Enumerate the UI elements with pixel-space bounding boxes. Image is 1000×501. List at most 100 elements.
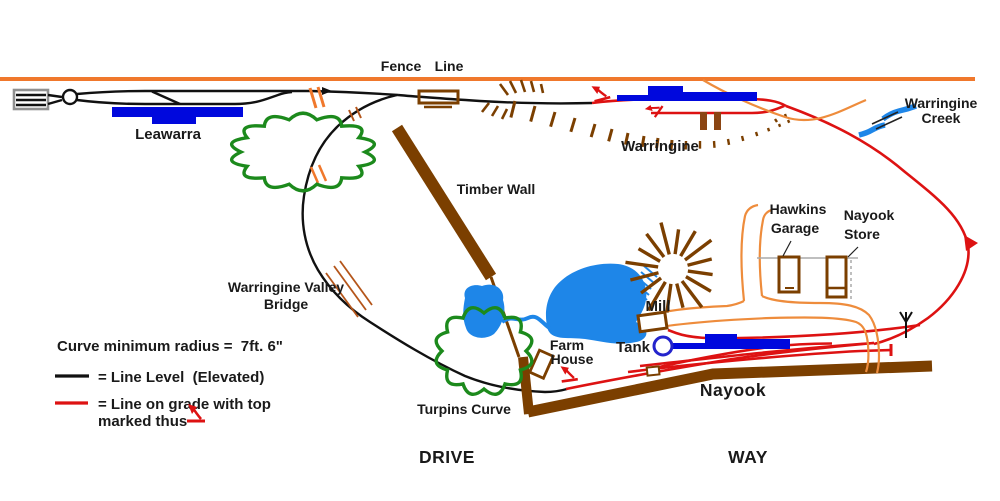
hatch-mark (637, 247, 661, 263)
nayook-store-label-1: Nayook (844, 207, 895, 223)
lot-boundaries (757, 257, 858, 300)
hatch-mark (786, 119, 791, 124)
hatch-mark (655, 137, 660, 149)
hatch-mark (640, 135, 646, 148)
hatch-mark (480, 102, 491, 113)
hatch-mark (623, 132, 630, 145)
way-label: WAY (728, 447, 768, 467)
fence-gate-marks (308, 86, 362, 184)
legend: Curve minimum radius = 7ft. 6" = Line Le… (55, 338, 283, 430)
hatch-mark (675, 283, 685, 309)
hatch-mark (549, 111, 557, 128)
hatch-mark (647, 281, 667, 312)
water-tank (652, 335, 674, 357)
timber-wall (391, 124, 534, 415)
tree-leawarra-curve (230, 111, 376, 193)
creek-label-2: Creek (922, 110, 961, 126)
hatch-mark (529, 80, 536, 93)
nayook-platform (673, 334, 790, 349)
hatch-mark (607, 128, 614, 142)
nayook-retaining-wall (526, 360, 933, 418)
labels: Fence Line Leawarra Warringine Warringin… (135, 58, 977, 467)
hawkins-garage-building (777, 255, 801, 294)
hatch-mark (680, 279, 704, 309)
farm-house-building (527, 348, 556, 381)
hatch-mark (640, 276, 663, 295)
leawarra-platform (112, 107, 243, 124)
hawkins-garage-label-2: Garage (771, 220, 819, 236)
timber-wall-label: Timber Wall (457, 181, 536, 197)
hatch-mark (629, 271, 659, 282)
yard-hut (645, 365, 661, 377)
hatch-mark (589, 123, 597, 138)
hatch-mark (490, 105, 500, 117)
hatch-mark (645, 232, 666, 259)
hatch-mark (519, 79, 527, 93)
hatch-mark (508, 80, 518, 94)
hatch-mark (683, 238, 713, 262)
valley-bridge-marks (325, 260, 373, 318)
legend-line-grade-2: marked thus (98, 413, 187, 430)
hatch-mark (659, 222, 671, 255)
hatch-mark (569, 117, 577, 133)
hawkins-garage-label-1: Hawkins (770, 201, 827, 217)
hatch-mark (685, 275, 712, 293)
hatch-mark (774, 118, 778, 123)
leader-lines (782, 240, 859, 258)
hatch-mark (665, 283, 673, 313)
hatch-mark (777, 123, 782, 128)
mill-label: Mill (646, 298, 671, 315)
creek-label-1: Warringine (905, 95, 978, 111)
hatch-mark (740, 135, 745, 142)
hatch-mark (669, 139, 674, 150)
overbridge (417, 89, 460, 109)
elevated-track-lines (12, 87, 593, 394)
hatch-mark (679, 230, 697, 257)
station-label-nayook: Nayook (700, 380, 766, 400)
hatch-mark (529, 105, 537, 122)
direction-arrow-loop (964, 235, 978, 251)
tree-turpins-curve (434, 306, 534, 396)
warringine-posts (700, 112, 721, 130)
station-label-leawarra: Leawarra (135, 126, 202, 143)
turpins-curve-label: Turpins Curve (417, 401, 511, 417)
direction-arrow-leawarra (322, 87, 332, 95)
farm-house-label-2: House (551, 351, 594, 367)
station-platforms (112, 86, 790, 349)
nayook-store-label-2: Store (844, 226, 880, 242)
grade-marker-warringine (589, 80, 612, 103)
mill-building (636, 310, 669, 334)
water-features (463, 103, 917, 344)
warringine-platform (617, 86, 757, 101)
valley-bridge-label-1: Warringine Valley (228, 279, 344, 295)
farm-house-label-1: Farm (550, 337, 584, 353)
buildings (527, 255, 848, 381)
mill-sunburst (625, 222, 713, 313)
hatch-mark (726, 138, 731, 146)
hatch-mark (687, 269, 713, 277)
valley-bridge-label-2: Bridge (264, 296, 309, 312)
drive-label: DRIVE (419, 447, 475, 467)
hatch-mark (498, 83, 510, 96)
fence-line-label-2: Line (435, 58, 464, 74)
hatch-mark (539, 83, 545, 94)
legend-line-grade-1: = Line on grade with top (98, 396, 271, 413)
turntable (61, 88, 79, 106)
hatch-mark (509, 100, 517, 118)
roads (636, 79, 881, 374)
nayook-store-building (825, 255, 848, 299)
hatch-mark (766, 127, 771, 132)
trees (230, 111, 534, 396)
mill-pond (545, 263, 647, 344)
creek-bridge-marks (871, 111, 903, 130)
legend-curve-note: Curve minimum radius = 7ft. 6" (57, 338, 283, 355)
grade-track-lines (565, 97, 978, 391)
grade-marker-loop-end (643, 97, 664, 119)
windmill-pole (899, 311, 913, 338)
legend-line-level: = Line Level (Elevated) (98, 369, 264, 386)
hatch-mark (687, 257, 713, 267)
fence-line-label-1: Fence (381, 58, 422, 74)
cutting-hatch-marks (480, 79, 791, 150)
